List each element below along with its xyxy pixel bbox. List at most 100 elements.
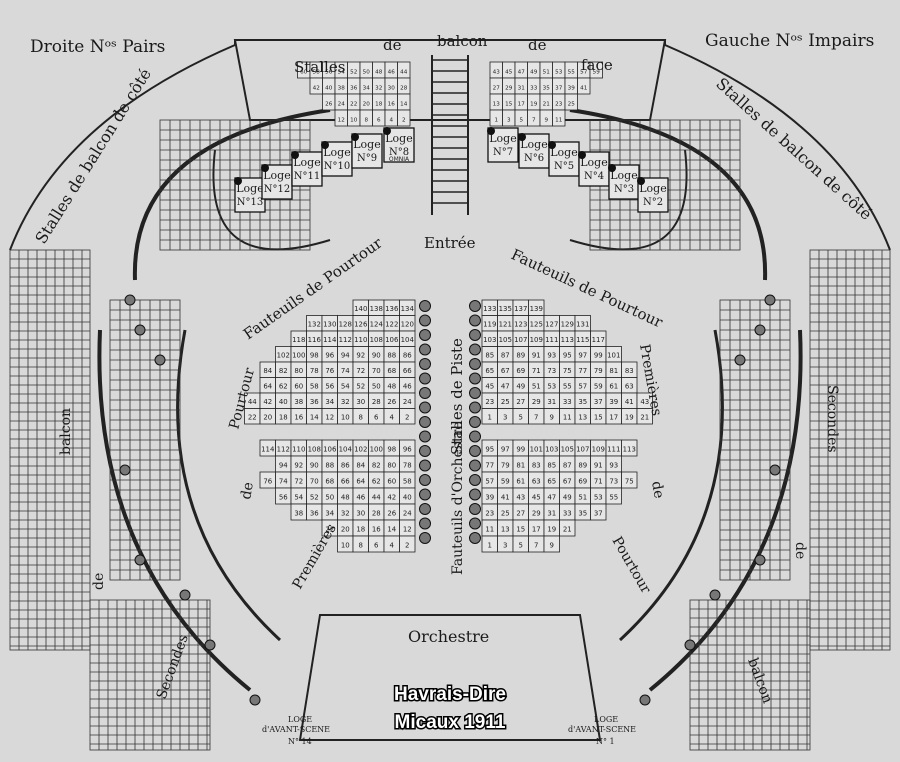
seat-number: 84 xyxy=(356,462,365,470)
seat-cell xyxy=(577,77,591,95)
seat-number: 85 xyxy=(485,352,494,360)
seat-number: 2 xyxy=(405,414,409,422)
seat-number: 69 xyxy=(578,478,587,486)
seat-cell xyxy=(543,535,560,553)
seat-number: 35 xyxy=(543,86,551,92)
seat-number: 19 xyxy=(547,526,556,534)
aisle-seat-marker xyxy=(419,474,431,486)
aisle-seat-marker xyxy=(419,329,431,341)
seat-number: 19 xyxy=(530,102,538,108)
aisle-seat-marker xyxy=(469,532,481,544)
seat-number: 28 xyxy=(372,510,381,518)
loge-avant-right-2: d'AVANT-SCENE xyxy=(568,725,636,734)
loge-number: N°9 xyxy=(357,153,377,164)
seat-number: 128 xyxy=(339,321,352,329)
seat-number: 93 xyxy=(547,352,556,360)
seat-number: 58 xyxy=(403,478,412,486)
loge-name: Loge xyxy=(293,156,320,169)
seat-number: 88 xyxy=(387,352,396,360)
seat-number: 130 xyxy=(323,321,336,329)
seat-number: 61 xyxy=(516,478,525,486)
seat-number: 99 xyxy=(516,446,525,454)
seat-number: 8 xyxy=(359,542,363,550)
loge-name: Loge xyxy=(580,156,607,169)
premieres-left-word-2: de xyxy=(238,481,257,501)
seat-number: 87 xyxy=(563,462,572,470)
seat-number: 36 xyxy=(310,398,319,406)
aisle-seat-marker xyxy=(134,324,146,336)
seat-number: 26 xyxy=(387,510,396,518)
aisle-seat-marker xyxy=(419,314,431,327)
loge-door-dot xyxy=(261,164,269,172)
seat-number: 13 xyxy=(578,414,587,422)
seat-number: 1 xyxy=(488,414,492,422)
seat-number: 55 xyxy=(563,383,572,391)
seat-number: 21 xyxy=(543,102,551,108)
seat-number: 89 xyxy=(578,462,587,470)
loge-door-dot xyxy=(291,151,299,159)
seat-number: 32 xyxy=(341,510,350,518)
aisle-seat-marker xyxy=(419,343,431,356)
stalles-face-word-5: face xyxy=(581,56,613,74)
seat-number: 42 xyxy=(387,494,396,502)
seat-number: 23 xyxy=(555,102,563,108)
seat-number: 109 xyxy=(530,336,543,344)
seat-number: 43 xyxy=(640,398,649,406)
seat-number: 52 xyxy=(356,383,365,391)
seat-number: 31 xyxy=(547,510,556,518)
seat-number: 66 xyxy=(341,478,350,486)
seat-number: 4 xyxy=(389,118,393,124)
seat-number: 45 xyxy=(532,494,541,502)
seat-number: 3 xyxy=(503,414,507,422)
seat-number: 11 xyxy=(563,414,572,422)
seat-cell xyxy=(605,487,622,505)
seat-number: 68 xyxy=(387,367,396,375)
seat-number: 77 xyxy=(578,367,587,375)
seat-number: 50 xyxy=(325,494,334,502)
loge-extra: OMNIA xyxy=(389,156,410,163)
seat-number: 12 xyxy=(338,118,345,124)
seat-number: 112 xyxy=(277,446,290,454)
seat-number: 37 xyxy=(594,510,603,518)
seat-number: 38 xyxy=(338,86,346,92)
seat-number: 92 xyxy=(294,462,303,470)
seat-number: 70 xyxy=(310,478,319,486)
loge-number: N°11 xyxy=(294,171,320,182)
seat-number: 48 xyxy=(387,383,396,391)
seat-number: 34 xyxy=(325,510,334,518)
seat-number: 20 xyxy=(363,102,371,108)
seat-number: 109 xyxy=(592,446,605,454)
seat-number: 16 xyxy=(294,414,303,422)
seat-number: 3 xyxy=(507,118,511,124)
seat-number: 108 xyxy=(308,446,321,454)
seat-number: 86 xyxy=(341,462,350,470)
grid-frame xyxy=(89,599,211,751)
seat-number: 97 xyxy=(501,446,510,454)
seat-number: 87 xyxy=(501,352,510,360)
aisle-seat-marker xyxy=(754,324,766,336)
seat-number: 121 xyxy=(499,321,512,329)
seat-number: 15 xyxy=(594,414,603,422)
seat-cell xyxy=(552,109,566,127)
seat-number: 59 xyxy=(594,383,603,391)
aisle-seat-marker xyxy=(154,354,166,366)
seat-number: 96 xyxy=(325,352,334,360)
seat-number: 46 xyxy=(356,494,365,502)
seat-number: 35 xyxy=(578,510,587,518)
seat-number: 134 xyxy=(401,305,415,313)
loge-door-dot xyxy=(234,177,242,185)
aisle-seat-marker xyxy=(134,554,146,566)
seat-number: 33 xyxy=(530,86,538,92)
seat-number: 62 xyxy=(279,383,288,391)
loge-door-dot xyxy=(608,164,616,172)
seat-number: 27 xyxy=(516,510,525,518)
seat-number: 21 xyxy=(563,526,572,534)
premieres-rows-left xyxy=(109,299,181,581)
aisle-seat-marker xyxy=(469,387,481,399)
seat-number: 113 xyxy=(561,336,574,344)
seat-number: 10 xyxy=(341,542,350,550)
stalles-face-word-2: de xyxy=(383,36,402,54)
